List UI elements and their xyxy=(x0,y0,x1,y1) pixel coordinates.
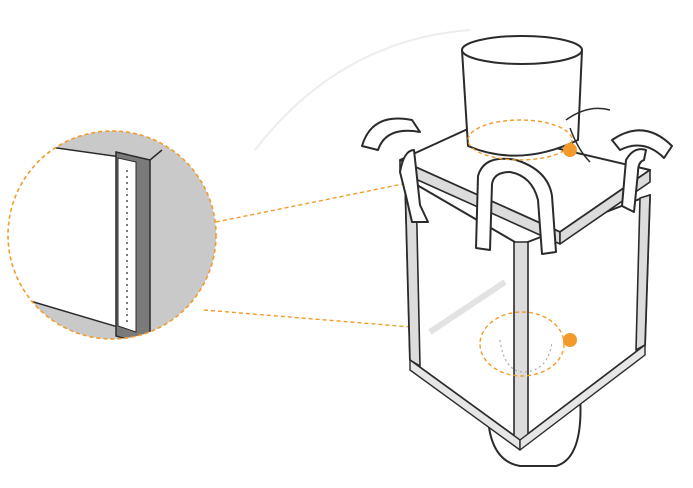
background-arc xyxy=(254,29,471,151)
inlet-spout-rim xyxy=(461,35,583,65)
bottom-seam-leader-line xyxy=(203,309,571,341)
inlet-spout-body xyxy=(461,49,583,157)
bottom-right-seam xyxy=(519,344,646,451)
bottom-spout-highlight-ring xyxy=(479,311,565,377)
magnifier-border xyxy=(7,130,217,340)
top-seam-callout-dot xyxy=(563,143,577,157)
seam-detail-magnifier xyxy=(7,130,217,340)
spout-tie-string xyxy=(565,107,611,163)
lifting-loop-front-right xyxy=(621,148,647,213)
top-spout-highlight-ring xyxy=(467,119,573,161)
lifting-loop-front-left xyxy=(399,149,429,223)
detail-fabric-panel xyxy=(8,139,129,332)
front-corner-seam xyxy=(513,241,529,445)
hidden-inner-spout xyxy=(499,339,553,373)
lifting-loop-back-right xyxy=(611,129,673,159)
detail-seam-inner xyxy=(117,157,137,333)
bottom-seam-callout-dot xyxy=(563,333,577,347)
lifting-loop-back-left xyxy=(361,117,421,151)
interior-highlight xyxy=(428,279,507,335)
bulk-bag xyxy=(361,35,673,467)
